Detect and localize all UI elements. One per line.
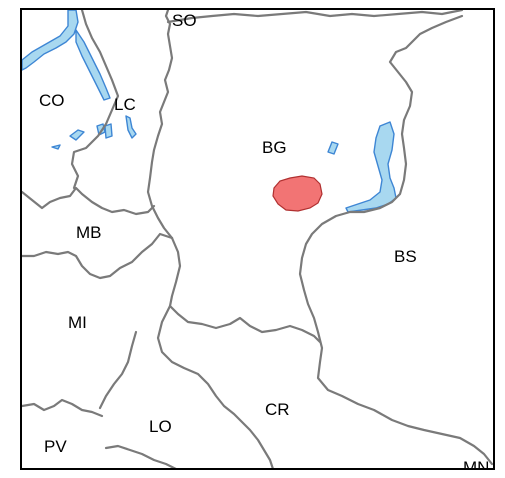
label-bs: BS xyxy=(394,247,417,266)
border-bg-bs xyxy=(298,14,493,466)
label-mb: MB xyxy=(76,223,102,242)
border-so-lc xyxy=(146,10,174,240)
label-mn: MN xyxy=(463,458,490,470)
label-so: SO xyxy=(172,11,197,30)
border-mi-west xyxy=(98,330,138,410)
border-co-lc xyxy=(70,10,120,190)
map-frame[interactable]: SO CO LC BG MB BS MI CR LO PV MN xyxy=(20,8,495,470)
lake-small-2 xyxy=(104,123,113,139)
border-bg-mi-cr xyxy=(168,236,322,344)
label-lo: LO xyxy=(149,417,172,436)
lake-small-5 xyxy=(51,144,61,150)
label-cr: CR xyxy=(265,400,290,419)
lake-como xyxy=(22,10,111,101)
label-pv: PV xyxy=(44,437,67,456)
border-lo-pv xyxy=(104,444,177,468)
lake-small-3 xyxy=(125,115,137,139)
lake-small-4 xyxy=(69,129,85,141)
border-so-bg xyxy=(166,10,464,24)
label-bg: BG xyxy=(262,138,287,157)
label-lc: LC xyxy=(114,95,136,114)
lake-iseo xyxy=(345,121,397,213)
border-mb-mi xyxy=(22,232,174,280)
highlight-area[interactable] xyxy=(272,175,323,212)
label-co: CO xyxy=(39,91,65,110)
lake-small-6 xyxy=(327,141,339,155)
map-canvas[interactable] xyxy=(22,10,495,470)
border-co-mb xyxy=(22,186,156,216)
label-mi: MI xyxy=(68,313,87,332)
border-mi-pv xyxy=(22,398,104,418)
border-lo-cr xyxy=(156,304,274,468)
